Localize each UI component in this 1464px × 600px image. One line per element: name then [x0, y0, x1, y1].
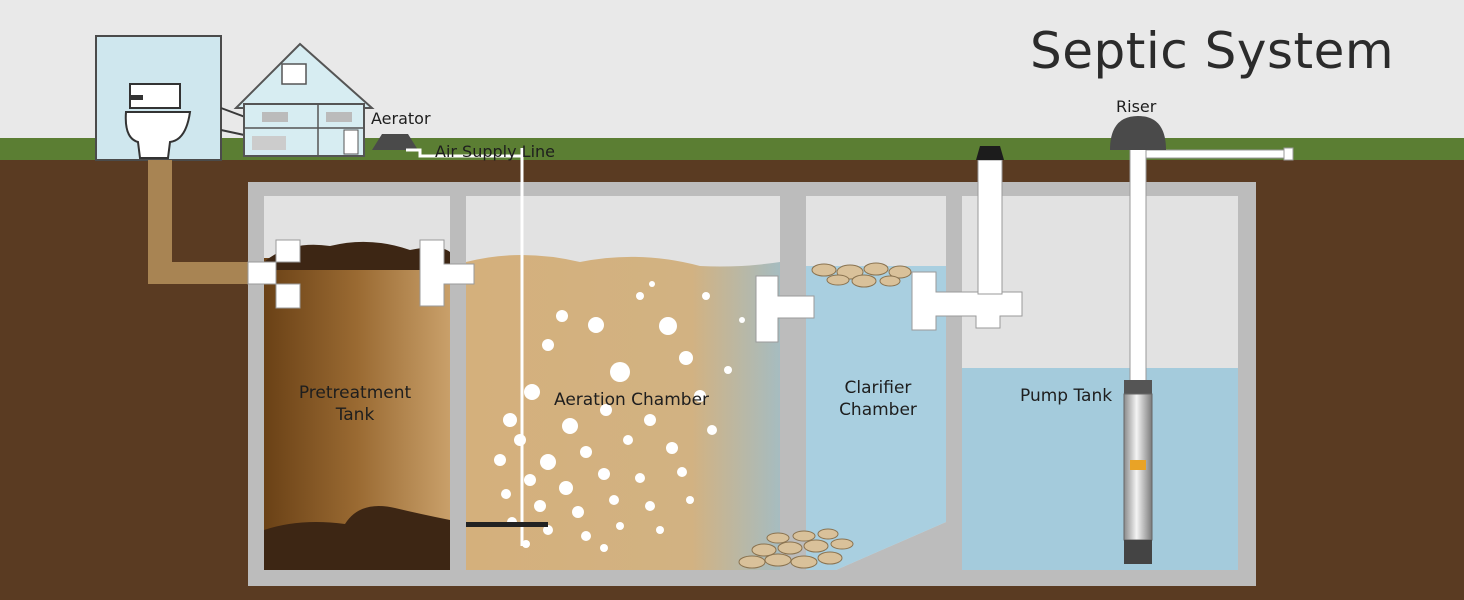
- clarifier-baffle: [780, 182, 806, 538]
- aeration-liquid: [466, 255, 780, 570]
- pretreatment-label-line2: Tank: [335, 405, 375, 425]
- pump-discharge-pipe: [1129, 145, 1147, 387]
- aeration-chamber-label: Aeration Chamber: [554, 390, 710, 410]
- clarifier-label-line2: Chamber: [839, 400, 917, 420]
- clarifier-label-line1: Clarifier: [844, 378, 912, 398]
- settled-solids: [738, 528, 854, 569]
- clarifier-vent-pipe: [977, 159, 1003, 295]
- vent-cap: [976, 146, 1004, 160]
- riser-cap: [1110, 116, 1166, 150]
- clarifier-water: [806, 266, 946, 570]
- floating-solids: [811, 262, 912, 288]
- air-supply-line-label: Air Supply Line: [435, 142, 556, 161]
- air-supply-line-horizontal: [406, 148, 522, 158]
- pump-tank-label: Pump Tank: [1020, 386, 1113, 406]
- clarifier-outlet-pipe: [911, 271, 1023, 331]
- discharge-line: [1145, 149, 1289, 159]
- pretreatment-outlet-tee: [419, 239, 475, 307]
- house-icon: [233, 42, 375, 157]
- pretreatment-tank-label: Pretreatment Tank: [290, 382, 420, 426]
- pretreatment-label-line1: Pretreatment: [298, 383, 412, 403]
- sludge-layer: [264, 506, 450, 570]
- toilet-icon: [124, 83, 192, 159]
- inlet-tee: [247, 239, 301, 309]
- submersible-pump: [1123, 380, 1153, 564]
- diagram-title: Septic System: [1030, 22, 1395, 80]
- aeration-outlet-tee: [755, 275, 815, 343]
- aerator-unit: [372, 134, 418, 150]
- air-bubbles: [494, 281, 745, 552]
- pump-tank-water: [962, 368, 1238, 570]
- air-diffuser: [466, 522, 548, 527]
- discharge-line-cap: [1283, 147, 1294, 161]
- clarifier-chamber-label: Clarifier Chamber: [828, 377, 928, 421]
- scum-layer: [264, 241, 450, 270]
- aerator-label: Aerator: [371, 109, 431, 128]
- riser-label: Riser: [1116, 97, 1157, 116]
